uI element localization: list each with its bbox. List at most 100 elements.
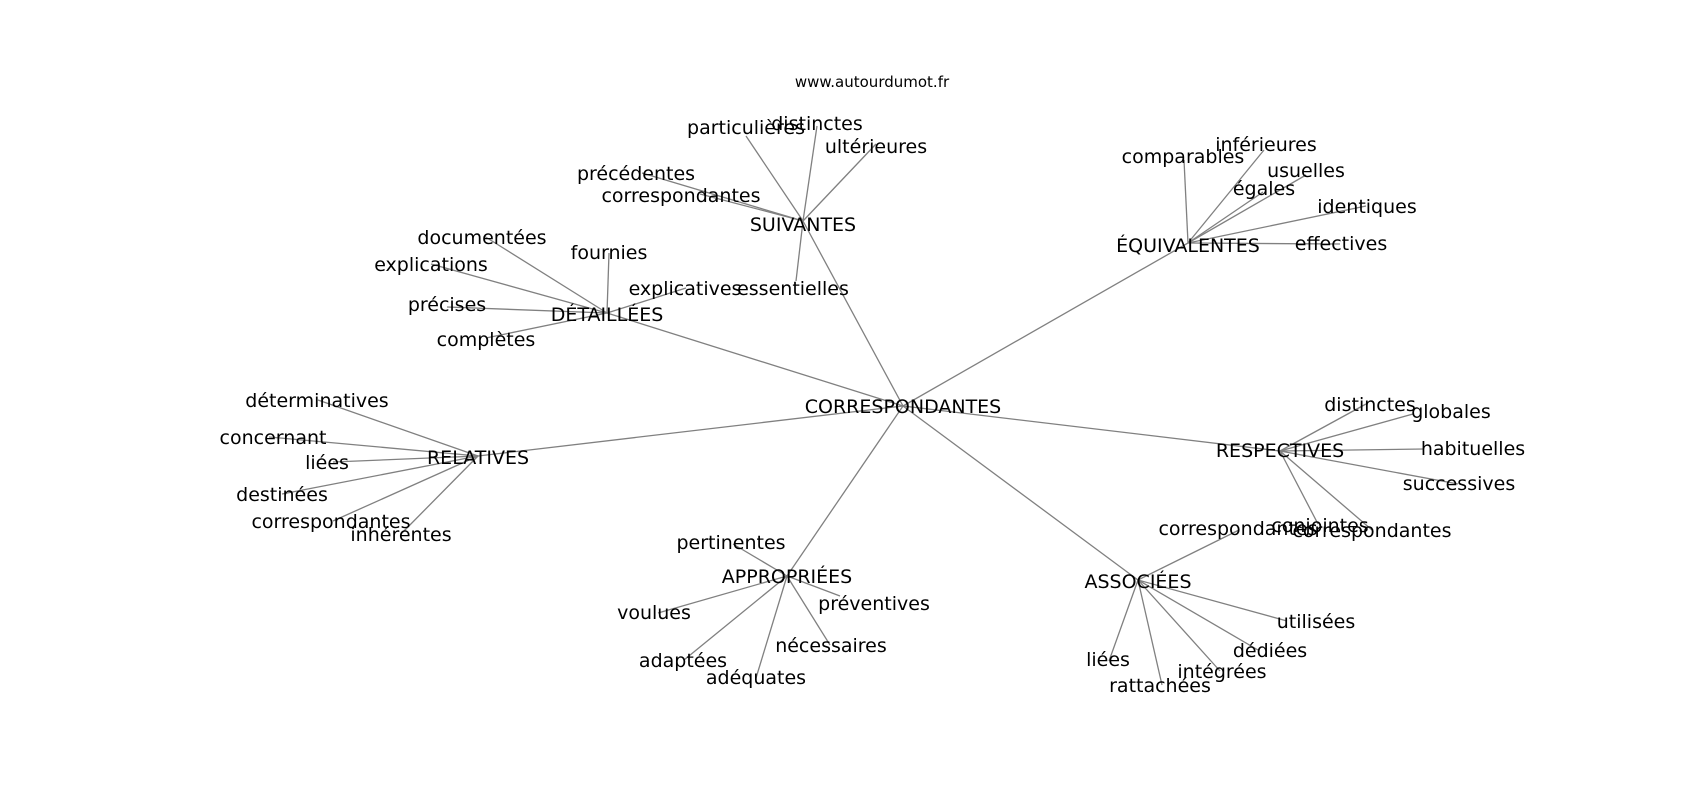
leaf-node-detaillees-explicatives[interactable]: explicatives [629,278,742,300]
edge-equivalentes-comparables [1183,159,1189,244]
leaf-node-associees-rattachees[interactable]: rattachées [1109,675,1211,697]
edge-respectives-distinctes [1279,403,1367,452]
hub-node-relatives[interactable]: RELATIVES [427,447,529,469]
leaf-node-relatives-correspondantes[interactable]: correspondantes [251,511,410,533]
edge-relatives-liees [332,455,479,463]
edge-appropriees-preventives [786,575,841,597]
leaf-node-respectives-successives[interactable]: successives [1403,473,1515,495]
edge-respectives-habituelles [1279,448,1425,452]
hub-node-appropriees[interactable]: APPROPRIÉES [722,565,852,588]
leaf-node-equivalentes-egales[interactable]: égales [1233,178,1295,200]
leaf-node-appropriees-adequates[interactable]: adéquates [706,667,806,689]
leaf-node-equivalentes-inferieures[interactable]: inférieures [1215,134,1317,156]
edge-appropriees-necessaires [786,575,831,646]
leaf-node-appropriees-adaptees[interactable]: adaptées [639,650,727,672]
leaf-node-associees-dediees[interactable]: dédiées [1233,640,1307,662]
edge-relatives-correspondantes [332,455,479,522]
edge-center-relatives [477,405,904,457]
edge-center-associees [902,405,1139,581]
edge-equivalentes-usuelles [1187,174,1307,244]
hub-node-suivantes[interactable]: SUIVANTES [750,214,856,236]
leaf-node-appropriees-voulues[interactable]: voulues [617,602,691,624]
leaf-node-associees-utilisees[interactable]: utilisées [1277,611,1356,633]
edge-respectives-conjointes [1279,450,1319,525]
edge-detaillees-explications [430,263,608,314]
edge-suivantes-precedentes [641,172,804,222]
leaf-node-suivantes-ulterieures[interactable]: ultérieures [825,136,927,158]
edge-detaillees-precises [446,306,608,314]
leaf-node-equivalentes-identiques[interactable]: identiques [1317,196,1417,218]
edge-suivantes-distinctes [802,125,818,222]
edge-equivalentes-identiques [1187,205,1367,244]
edge-appropriees-pertinentes [732,543,788,577]
leaf-node-associees-integrees[interactable]: intégrées [1177,661,1266,683]
edge-suivantes-ulterieures [802,143,877,222]
edge-center-detaillees [606,312,904,407]
leaf-node-suivantes-correspondantes[interactable]: correspondantes [601,185,760,207]
leaf-node-suivantes-essentielles[interactable]: essentielles [737,278,849,300]
leaf-node-relatives-destinees[interactable]: destinées [236,484,328,506]
edge-detaillees-explicatives [606,287,687,314]
leaf-node-equivalentes-comparables[interactable]: comparables [1122,146,1245,168]
edge-relatives-inherentes [400,455,479,535]
leaf-node-relatives-liees[interactable]: liées [305,452,349,474]
leaf-node-relatives-determinatives[interactable]: déterminatives [245,390,388,412]
edge-appropriees-adaptees [683,575,788,661]
hub-node-equivalentes[interactable]: ÉQUIVALENTES [1116,234,1260,257]
edge-center-respectives [902,405,1281,452]
edge-associees-rattachees [1137,579,1163,686]
leaf-node-suivantes-distinctes[interactable]: distinctes [771,113,863,135]
leaf-node-detaillees-precises[interactable]: précises [408,294,486,316]
leaf-node-suivantes-precedentes[interactable]: précédentes [577,163,695,185]
edge-associees-liees [1108,579,1139,662]
edge-center-equivalentes [902,242,1189,407]
edge-equivalentes-inferieures [1187,149,1265,244]
leaf-node-associees-correspondantes[interactable]: correspondantes [1158,518,1317,540]
edge-associees-utilisees [1137,579,1288,622]
edge-associees-dediees [1137,579,1259,651]
edge-detaillees-completes [485,312,608,339]
leaf-node-respectives-conjointes[interactable]: conjointes [1271,515,1368,537]
hub-node-detaillees[interactable]: DÉTAILLÉES [551,303,664,326]
leaf-node-respectives-correspondantes[interactable]: correspondantes [1292,520,1451,542]
edge-appropriees-adequates [755,575,788,679]
source-label: www.autourdumot.fr [795,73,950,91]
leaf-node-respectives-distinctes[interactable]: distinctes [1324,394,1416,416]
leaf-node-appropriees-pertinentes[interactable]: pertinentes [676,532,785,554]
leaf-node-appropriees-preventives[interactable]: préventives [818,593,930,615]
edge-relatives-determinatives [317,399,479,457]
edge-respectives-globales [1279,413,1414,452]
leaf-node-respectives-habituelles[interactable]: habituelles [1421,438,1525,460]
leaf-node-relatives-concernant[interactable]: concernant [220,427,327,449]
hub-node-associees[interactable]: ASSOCIÉES [1084,570,1191,593]
edge-center-suivantes [802,220,904,407]
edge-relatives-concernant [268,436,479,457]
edge-equivalentes-egales [1187,191,1264,244]
edge-respectives-correspondantes [1279,450,1373,531]
leaf-node-appropriees-necessaires[interactable]: nécessaires [775,635,887,657]
center-node-label[interactable]: CORRESPONDANTES [805,396,1002,418]
leaf-node-associees-liees[interactable]: liées [1086,649,1130,671]
edge-detaillees-fournies [606,252,610,314]
edge-suivantes-particulieres [745,135,804,222]
leaf-node-detaillees-documentees[interactable]: documentées [417,227,546,249]
leaf-node-relatives-inherentes[interactable]: inhérentes [350,524,451,546]
edge-associees-integrees [1137,579,1221,672]
leaf-node-equivalentes-effectives[interactable]: effectives [1295,233,1387,255]
edge-relatives-destinees [281,455,479,495]
leaf-node-detaillees-completes[interactable]: complètes [437,329,536,351]
edge-respectives-successives [1279,450,1459,485]
leaf-node-detaillees-explications[interactable]: explications [374,254,488,276]
edge-associees-correspondantes [1137,529,1240,581]
edge-appropriees-voulues [657,575,788,614]
leaf-node-equivalentes-usuelles[interactable]: usuelles [1267,160,1345,182]
edge-suivantes-essentielles [795,220,804,282]
edge-center-appropriees [786,405,904,577]
leaf-node-detaillees-fournies[interactable]: fournies [571,242,648,264]
hub-node-respectives[interactable]: RESPECTIVES [1216,440,1344,462]
leaf-node-suivantes-particulieres[interactable]: particulières [687,117,805,139]
edge-equivalentes-effectives [1187,242,1341,245]
leaf-node-respectives-globales[interactable]: globales [1411,401,1491,423]
